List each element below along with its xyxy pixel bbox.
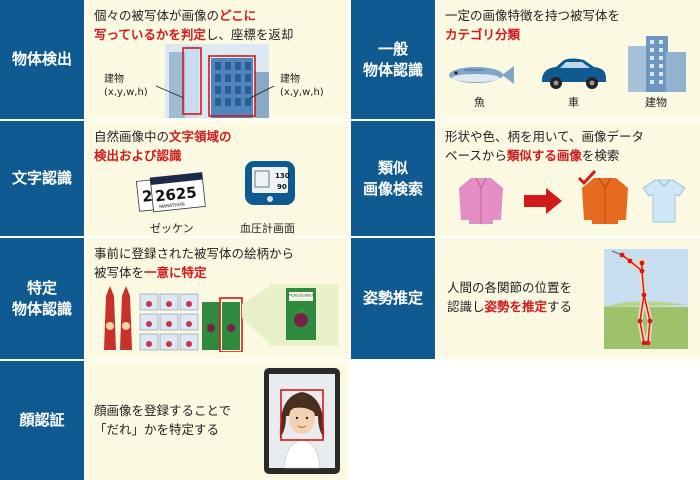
tag-connector-lines	[155, 85, 275, 99]
label-text-recognition: 文字認識	[0, 121, 84, 236]
desc-text: 顔画像を登録することで	[94, 403, 232, 418]
race-bib-illustration: 2 2625 MARATHON	[135, 172, 206, 213]
desc-highlight: 姿勢を推定	[484, 299, 548, 315]
tablet-face-illustration	[264, 368, 340, 474]
desc-text: 一定の画像特徴を持つ被写体を	[445, 8, 621, 23]
caption-building: 建物	[645, 96, 667, 109]
bib-marathon-text: MARATHON	[159, 202, 185, 211]
desc-general-recognition: 一定の画像特徴を持つ被写体を カテゴリ分類	[445, 6, 692, 45]
desc-text: し、座標を返却	[205, 27, 294, 43]
caption-bib: ゼッケン	[150, 222, 194, 235]
desc-text: 被写体を	[94, 265, 145, 281]
desc-highlight: 写っているかを判定	[94, 27, 206, 43]
orange-cardigan-icon	[582, 177, 628, 224]
desc-similar-search: 形状や色、柄を用いて、画像データ ベースから類似する画像を検索	[445, 127, 692, 166]
panel-text-recognition: 自然画像中の文字領域の 検出および認識	[86, 121, 348, 236]
bib-small-number: 2	[141, 187, 153, 206]
tag-building-left: 建物 (x,y,w,h)	[104, 74, 148, 98]
desc-highlight: カテゴリ分類	[445, 27, 521, 43]
arrow-right-icon	[524, 188, 562, 214]
desc-text: 「だれ」かを特定する	[94, 422, 220, 438]
label-general-recognition: 一般 物体認識	[351, 0, 435, 119]
blue-shirt-icon	[642, 179, 686, 223]
desc-object-detection: 個々の被写体が画像のどこに 写っているかを判定し、座標を返却	[94, 6, 340, 45]
tag-building-right: 建物 (x,y,w,h)	[280, 74, 324, 98]
building-icon	[628, 36, 686, 92]
golfer-pose-illustration	[604, 249, 688, 349]
desc-text: する	[547, 299, 573, 315]
desc-highlight: 一意に特定	[144, 265, 207, 281]
desc-specific-recognition: 事前に登録された被写体の絵柄から 被写体を一意に特定	[94, 244, 340, 283]
bib-number: 2625	[154, 183, 197, 205]
grocery-shelf-illustration	[104, 286, 243, 352]
desc-text-recognition: 自然画像中の文字領域の 検出および認識	[94, 127, 340, 166]
fish-icon	[449, 66, 514, 84]
desc-text: 個々の被写体が画像の	[94, 8, 220, 23]
desc-text: 人間の各関節の位置を	[447, 280, 573, 295]
desc-text: 形状や色、柄を用いて、画像データ	[445, 129, 645, 144]
buildings-illustration	[165, 44, 269, 118]
label-specific-recognition: 特定 物体認識	[0, 238, 84, 359]
blood-pressure-monitor-icon: 130 90	[245, 161, 295, 205]
desc-highlight: 文字領域の	[169, 129, 232, 144]
bp-diastolic: 90	[277, 183, 287, 191]
desc-highlight: 検出および認識	[94, 148, 182, 164]
bp-systolic: 130	[275, 172, 290, 180]
label-object-detection: 物体検出	[0, 0, 84, 119]
car-icon	[542, 58, 606, 89]
label-pose-estimation: 姿勢推定	[351, 238, 435, 359]
desc-face-recognition: 顔画像を登録することで 「だれ」かを特定する	[94, 401, 340, 440]
checkmark-icon	[578, 170, 596, 186]
desc-text: を検索	[581, 148, 620, 164]
desc-pose-estimation: 人間の各関節の位置を 認識し姿勢を推定する	[445, 278, 692, 317]
desc-text: 自然画像中の	[94, 129, 170, 144]
desc-text: 認識し	[447, 299, 485, 315]
label-similar-search: 類似 画像検索	[351, 121, 435, 236]
caption-bp: 血圧計画面	[240, 222, 295, 235]
pink-cardigan-icon	[459, 177, 503, 224]
desc-text: ベースから	[445, 148, 507, 164]
caption-fish: 魚	[474, 96, 485, 109]
pickled-beet-package: PICKLED BEET	[286, 288, 316, 340]
desc-text: 事前に登録された被写体の絵柄から	[94, 246, 295, 261]
caption-car: 車	[568, 96, 579, 109]
desc-highlight: 類似する画像	[506, 148, 582, 164]
label-face-recognition: 顔認証	[0, 361, 84, 480]
pack-label: PICKLED BEET	[288, 294, 314, 298]
desc-highlight: どこに	[219, 8, 257, 23]
